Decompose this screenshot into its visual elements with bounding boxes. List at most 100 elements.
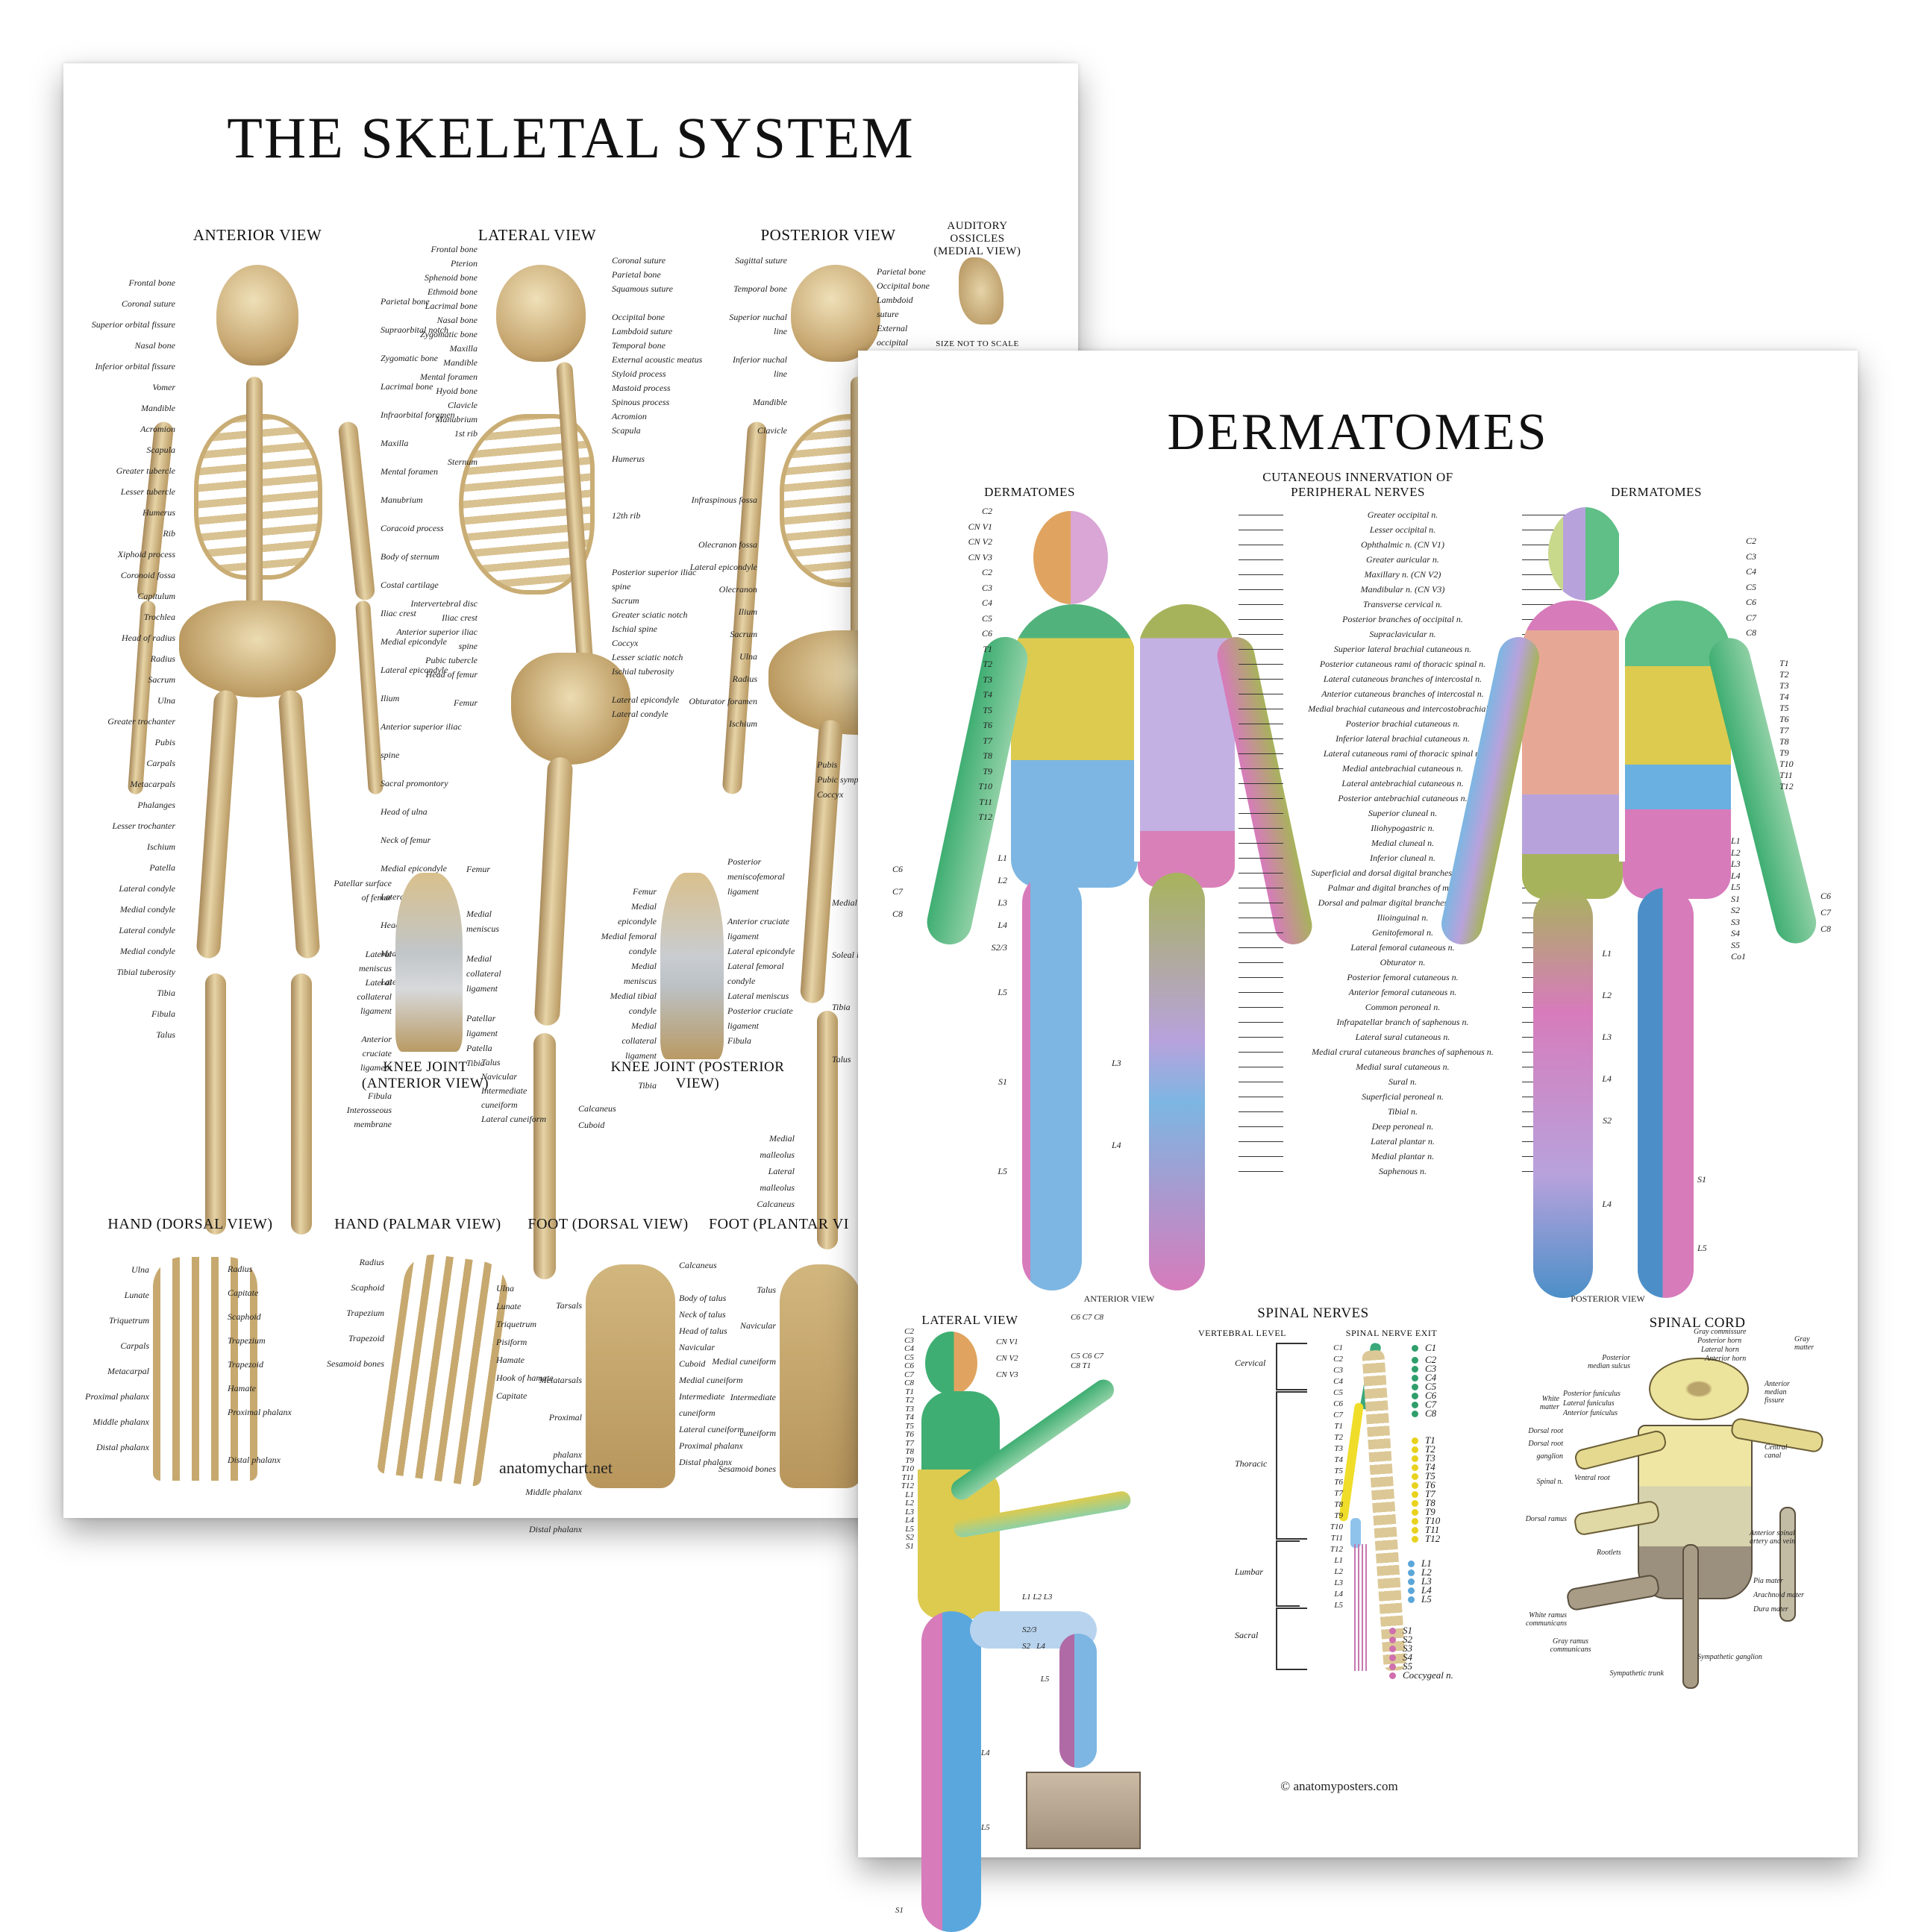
section-foot-dorsal: FOOT (DORSAL VIEW) [527, 1216, 689, 1232]
ossicles-note: SIZE NOT TO SCALE [936, 339, 1019, 348]
hand-dorsal-illustration [153, 1257, 257, 1481]
region-lumbar: Lumbar [1235, 1566, 1264, 1577]
nerve-label: Posterior branches of occipital n. [1239, 612, 1567, 627]
header-lateral-view: LATERAL VIEW [921, 1313, 1018, 1327]
gray-matter-bracket-label: Gray matter [1794, 1335, 1814, 1352]
foot-dorsal-illustration [586, 1264, 675, 1488]
section-posterior-view: POSTERIOR VIEW [760, 226, 896, 244]
spinal-nerve-exit-list-lumbar: L1 L2 L3 L4 L5 [1406, 1558, 1432, 1604]
nerve-exit-item: T12 [1410, 1534, 1440, 1543]
region-cervical: Cervical [1235, 1358, 1266, 1368]
nerve-dot-icon [1412, 1491, 1418, 1498]
nerve-exit-item: C4 [1410, 1373, 1436, 1382]
nerve-dot-icon [1412, 1401, 1418, 1408]
header-spinal-nerves: SPINAL NERVES [1257, 1305, 1369, 1321]
nerve-exit-item: T2 [1410, 1444, 1440, 1454]
nerve-exit-item: C5 [1410, 1381, 1436, 1391]
nerve-dot-icon [1412, 1473, 1418, 1480]
skeletal-footer-url: anatomychart.net [498, 1458, 613, 1477]
gray-ramus-label: Gray ramus communicans [1550, 1637, 1591, 1654]
nerve-exit-item: S5 [1388, 1661, 1453, 1671]
nerve-exit-item: T4 [1410, 1462, 1440, 1472]
nerve-exit-item: L2 [1406, 1567, 1432, 1577]
nerve-dot-icon [1412, 1356, 1418, 1364]
nerve-label: Lesser occipital n. [1239, 522, 1567, 537]
knee-anterior-illustration [395, 873, 463, 1052]
nerve-label: Deep peroneal n. [1239, 1119, 1567, 1134]
nerve-label: Dorsal and palmar digital branches of ul… [1239, 895, 1567, 910]
nerve-exit-item: L3 [1406, 1576, 1432, 1586]
nerve-dot-icon [1412, 1410, 1418, 1417]
nerve-label: Ophthalmic n. (CN V1) [1239, 537, 1567, 552]
section-foot-plantar: FOOT (PLANTAR VI [709, 1216, 849, 1232]
nerve-dot-icon [1412, 1527, 1418, 1534]
knee-posterior-illustration [660, 873, 724, 1059]
nerve-exit-item: C8 [1410, 1408, 1436, 1418]
nerve-dot-icon [1389, 1655, 1396, 1661]
nerve-label: Medial crural cutaneous branches of saph… [1239, 1044, 1567, 1059]
nerve-dot-icon [1412, 1383, 1418, 1390]
sympathetic-ganglion-label: Sympathetic ganglion [1697, 1653, 1762, 1661]
nerve-dot-icon [1412, 1509, 1418, 1516]
posterior-median-sulcus-label: Posterior median sulcus [1588, 1354, 1630, 1370]
nerve-label: Posterior antebrachial cutaneous n. [1239, 791, 1567, 806]
nerve-dot-icon [1408, 1569, 1415, 1576]
nerve-label: Greater occipital n. [1239, 507, 1567, 522]
nerve-exit-item: C2 [1410, 1355, 1436, 1364]
anterior-view-caption: ANTERIOR VIEW [1083, 1293, 1155, 1304]
nerve-exit-item: S1 [1388, 1625, 1453, 1635]
nerve-label: Mandibular n. (CN V3) [1239, 582, 1567, 597]
nerve-label: Infrapatellar branch of saphenous n. [1239, 1014, 1567, 1029]
bracket-cervical [1276, 1343, 1307, 1390]
nerve-exit-item: T1 [1410, 1435, 1440, 1445]
nerve-label: Medial sural cutaneous n. [1239, 1059, 1567, 1074]
nerve-exit-item: Coccygeal n. [1388, 1670, 1453, 1680]
section-lateral-view: LATERAL VIEW [478, 226, 597, 244]
sympathetic-trunk-label: Sympathetic trunk [1609, 1669, 1664, 1678]
nerve-dot-icon [1412, 1518, 1418, 1525]
nerve-label: Ilioinguinal n. [1239, 910, 1567, 925]
header-dermatomes-left: DERMATOMES [984, 485, 1075, 499]
section-hand-palmar: HAND (PALMAR VIEW) [334, 1216, 501, 1232]
nerve-label: Transverse cervical n. [1239, 597, 1567, 612]
header-spinal-cord: SPINAL CORD [1649, 1315, 1746, 1331]
nerve-dot-icon [1389, 1672, 1396, 1679]
knee-posterior-title: KNEE JOINT (POSTERIOR VIEW) [610, 1059, 785, 1091]
nerve-label: Genitofemoral n. [1239, 925, 1567, 940]
foot-plantar-illustration [780, 1264, 862, 1488]
poster-title: DERMATOMES [1167, 404, 1549, 461]
nerve-label: Tibial n. [1239, 1104, 1567, 1119]
nerve-label: Lateral sural cutaneous n. [1239, 1029, 1567, 1044]
nerve-dot-icon [1389, 1637, 1396, 1643]
nerve-exit-item: S3 [1388, 1643, 1453, 1653]
nerve-exit-item: T10 [1410, 1516, 1440, 1525]
knee-anterior-title: KNEE JOINT (ANTERIOR VIEW) [361, 1059, 489, 1091]
nerve-exit-item: C7 [1410, 1399, 1436, 1409]
nerve-dot-icon [1412, 1464, 1418, 1471]
nerve-label: Sural n. [1239, 1074, 1567, 1089]
dermatomes-footer-url: © anatomyposters.com [1280, 1779, 1398, 1793]
bracket-sacral [1276, 1608, 1307, 1670]
peripheral-nerves-list: Greater occipital n. Lesser occipital n.… [1239, 507, 1567, 1179]
bracket-thoracic [1276, 1391, 1307, 1540]
nerve-exit-item: C1 [1410, 1340, 1436, 1355]
nerve-label: Inferior cluneal n. [1239, 850, 1567, 865]
dermatomes-poster: DERMATOMES DERMATOMES CUTANEOUS INNERVAT… [858, 351, 1858, 1932]
header-dermatomes-right: DERMATOMES [1611, 485, 1702, 499]
nerve-label: Common peroneal n. [1239, 1000, 1567, 1014]
nerve-dot-icon [1408, 1561, 1415, 1567]
nerve-label: Maxillary n. (CN V2) [1239, 567, 1567, 582]
nerve-dot-icon [1408, 1587, 1415, 1594]
nerve-dot-icon [1412, 1345, 1418, 1352]
